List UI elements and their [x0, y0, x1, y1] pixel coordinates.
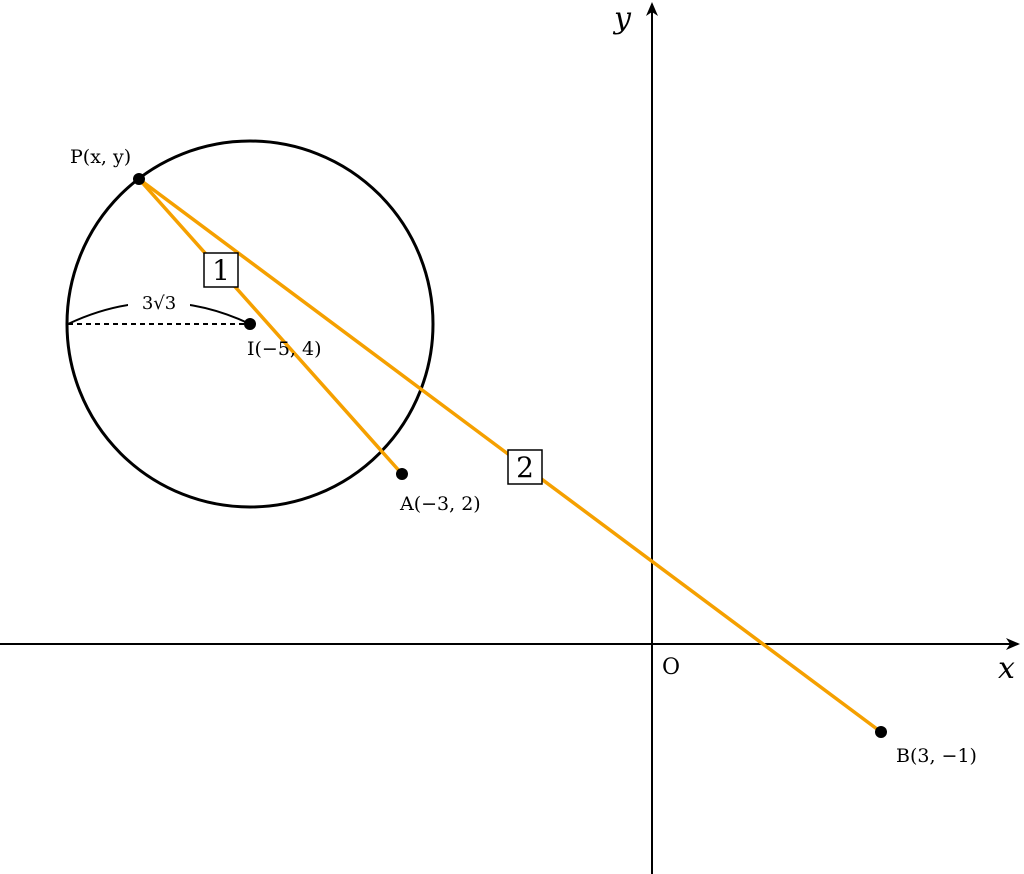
origin-label: O [662, 655, 680, 680]
point-B [875, 726, 887, 738]
point-A [396, 468, 408, 480]
point-P-label: P(x, y) [70, 146, 131, 168]
segment-tag-1: 1 [203, 252, 239, 288]
radius-label-bg [128, 289, 190, 315]
point-A-label: A(−3, 2) [399, 493, 481, 515]
segment-PA [137, 177, 404, 476]
point-B-label: B(3, −1) [896, 745, 977, 767]
radius-label: 3√3 [142, 293, 176, 314]
y-axis-label: y [612, 1, 632, 36]
segment-tag-2-text: 2 [516, 451, 534, 484]
circle [65, 139, 435, 509]
point-I [244, 318, 256, 330]
x-axis-label: x [998, 651, 1015, 686]
segment-tag-2: 2 [507, 449, 543, 485]
point-I-label: I(−5, 4) [247, 338, 322, 360]
point-P [133, 173, 145, 185]
segment-tag-1-text: 1 [212, 254, 230, 287]
